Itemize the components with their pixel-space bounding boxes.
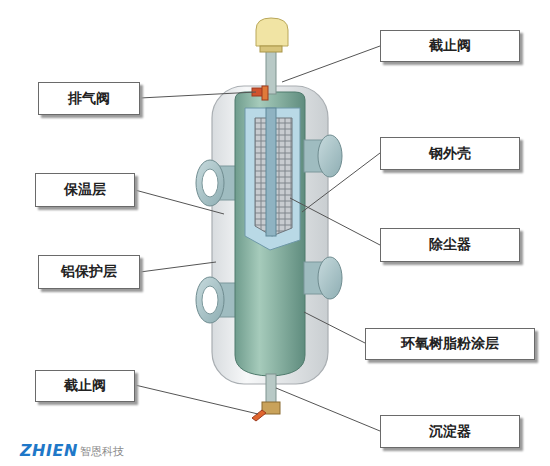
leader-lines (135, 46, 380, 431)
part-name: 沉淀器 (429, 423, 471, 441)
air-vent (256, 18, 288, 46)
part-name: 保温层 (64, 181, 106, 199)
watermark: 智恩科技 (80, 444, 124, 459)
insulation-shell (212, 86, 328, 384)
label-box: 沉淀器 (380, 415, 520, 448)
watermark: ZHIEN (20, 441, 78, 460)
label-box: 排气阀 (38, 82, 140, 115)
bottom-pipe (266, 374, 276, 404)
steel-body (235, 92, 305, 376)
left-flanges (196, 160, 236, 323)
part-name: 环氧树脂粉涂层 (401, 335, 499, 353)
label-box: 环氧树脂粉涂层 (365, 328, 535, 360)
label-box: 铝保护层 (38, 255, 140, 289)
center-tube (266, 108, 276, 236)
label-box: 除尘器 (380, 228, 520, 262)
label-box: 钢外壳 (380, 137, 520, 170)
part-name: 钢外壳 (429, 145, 471, 163)
part-name: 除尘器 (429, 236, 471, 254)
part-name: 铝保护层 (61, 263, 117, 281)
cutaway (245, 108, 300, 250)
label-box: 截止阀 (35, 370, 135, 402)
part-name: 排气阀 (68, 90, 110, 108)
right-flanges (304, 135, 342, 299)
label-box: 保温层 (35, 173, 135, 207)
part-name: 截止阀 (64, 377, 106, 395)
label-box: 截止阀 (380, 30, 520, 62)
part-name: 截止阀 (429, 37, 471, 55)
